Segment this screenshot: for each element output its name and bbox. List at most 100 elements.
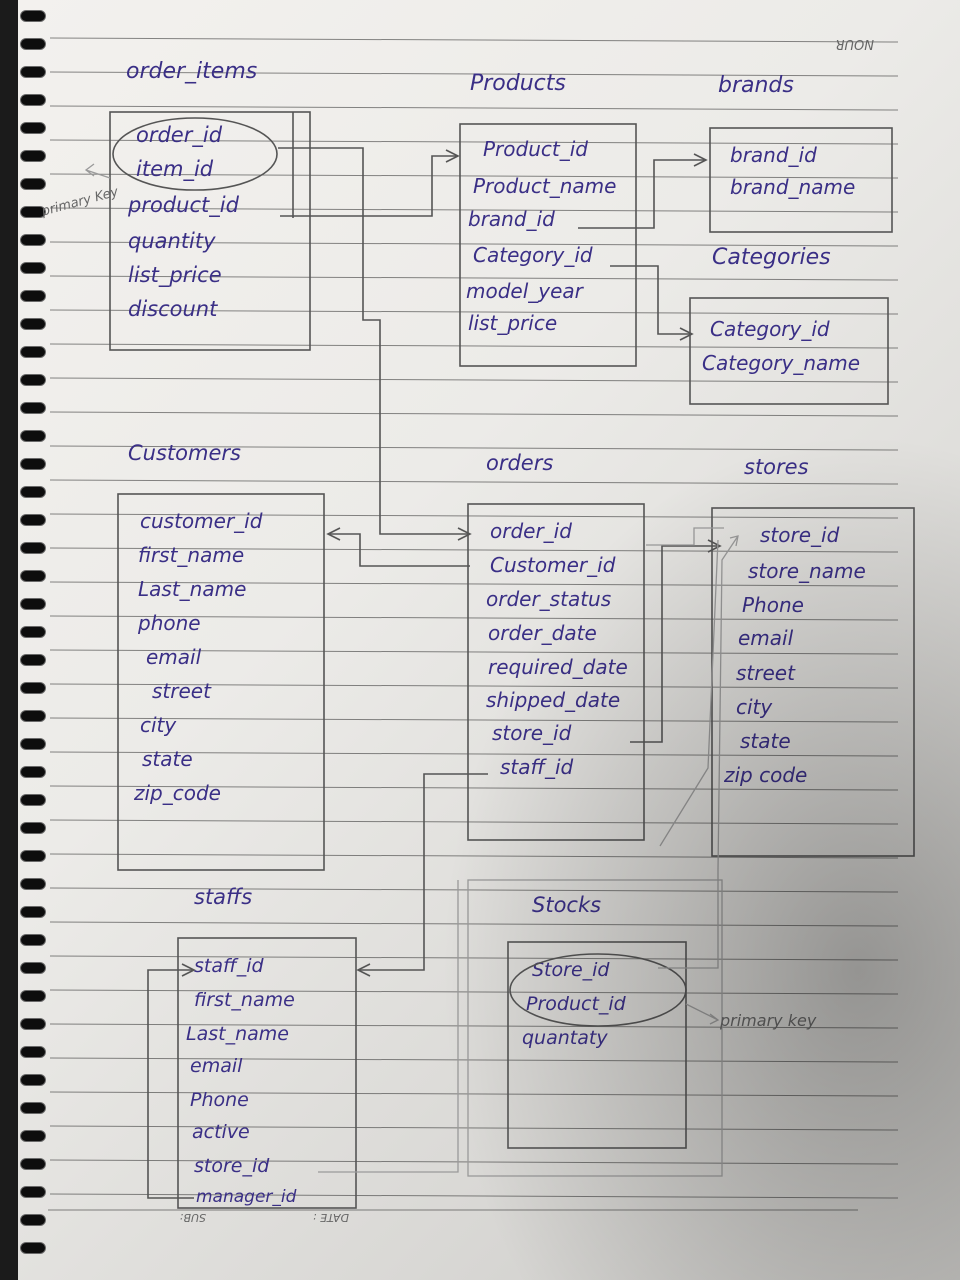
customers-field: customer_id [140, 509, 263, 533]
notebook-page: NOUR order_items order_id item_id produc… [18, 0, 960, 1280]
customers-field: state [142, 747, 193, 771]
customers-field: phone [137, 611, 201, 635]
spiral-hole [20, 682, 46, 694]
spiral-hole [20, 1074, 46, 1086]
fk-line [578, 159, 706, 229]
ruled-line [49, 1023, 899, 1029]
spiral-hole [20, 38, 46, 50]
customers-field: Last_name [138, 577, 246, 601]
customers-title: Customers [128, 441, 241, 465]
spiral-hole [20, 94, 46, 106]
orders-field: order_date [488, 621, 597, 645]
owner-label: NOUR [835, 36, 874, 51]
spiral-hole [20, 598, 46, 610]
order-items-table: order_id item_id product_id quantity lis… [109, 111, 311, 351]
ruled-line [49, 649, 899, 655]
products-field: Category_id [473, 243, 593, 267]
order-items-field: product_id [127, 193, 240, 218]
stores-field: city [736, 695, 773, 719]
spiral-hole [20, 738, 46, 750]
spiral-hole [20, 346, 46, 358]
fk-line [280, 155, 458, 217]
ruled-line [49, 479, 899, 485]
products-field: list_price [468, 311, 557, 335]
ruled-line [49, 955, 899, 961]
spiral-hole [20, 486, 46, 498]
date-label: DATE : [313, 1211, 349, 1224]
orders-field: Customer_id [490, 553, 616, 577]
fk-line [610, 265, 692, 335]
categories-box [689, 297, 889, 405]
staffs-field: Phone [190, 1089, 249, 1111]
order-items-title: order_items [126, 59, 257, 84]
ruled-line [49, 445, 899, 451]
ruled-line [49, 513, 899, 519]
staffs-field: staff_id [194, 955, 264, 977]
spiral-hole [20, 122, 46, 134]
products-table: Product_id Product_name brand_id Categor… [459, 123, 637, 367]
spiral-hole [20, 458, 46, 470]
fk-line [658, 535, 739, 969]
ruled-line [49, 751, 899, 757]
ruled-line [49, 581, 899, 587]
spiral-hole [20, 542, 46, 554]
categories-title: Categories [712, 245, 831, 270]
customers-box [117, 493, 325, 871]
orders-field: staff_id [500, 755, 574, 779]
ruled-line [49, 819, 899, 825]
orders-field: store_id [492, 721, 572, 745]
ruled-line [49, 1159, 899, 1165]
ruled-line [49, 309, 899, 315]
spiral-hole [20, 206, 46, 218]
stores-field: street [736, 661, 796, 685]
ruled-line [49, 241, 899, 247]
spiral-hole [20, 178, 46, 190]
customers-field: zip_code [133, 781, 221, 805]
ruled-line [49, 105, 899, 111]
staffs-field: first_name [194, 989, 295, 1011]
products-field: Product_id [483, 137, 588, 161]
stores-field: state [740, 729, 791, 753]
ruled-lines [49, 37, 899, 1199]
categories-field: Category_name [702, 351, 860, 375]
products-title: Products [470, 71, 566, 96]
spiral-hole [20, 626, 46, 638]
fk-line [630, 545, 720, 743]
spiral-hole [20, 150, 46, 162]
orders-box [467, 503, 645, 841]
order-items-field: discount [128, 297, 218, 321]
products-field: Product_name [473, 174, 616, 198]
order-items-field: item_id [136, 157, 214, 182]
spiral-hole [20, 10, 46, 22]
spiral-hole [20, 234, 46, 246]
customers-table: customer_id first_name Last_name phone e… [117, 493, 325, 871]
page-footer: DATE : SUB: [48, 1209, 858, 1224]
primary-key-note: primary Key [39, 185, 120, 220]
order-items-field: order_id [136, 123, 223, 148]
customers-field: email [146, 645, 202, 669]
spiral-hole [20, 794, 46, 806]
ruled-line [49, 853, 899, 859]
ruled-line [49, 1125, 899, 1131]
spiral-hole [20, 822, 46, 834]
brands-title: brands [718, 73, 794, 98]
spiral-hole [20, 262, 46, 274]
brands-box [709, 127, 893, 233]
sub-label: SUB: [180, 1211, 206, 1224]
stocks-table: Store_id Product_id quantaty [467, 879, 723, 1177]
spiral-hole [20, 766, 46, 778]
relationship-lines [147, 147, 739, 1199]
spiral-hole [20, 850, 46, 862]
stores-title: stores [744, 455, 809, 479]
spiral-hole [20, 1130, 46, 1142]
brands-table: brand_id brand_name [709, 127, 893, 233]
categories-field: Category_id [710, 317, 830, 341]
composite-key-circle [509, 953, 687, 1027]
ruled-line [49, 887, 899, 893]
customers-field: street [152, 679, 212, 703]
ruled-line [49, 71, 899, 77]
staffs-title: staffs [194, 885, 252, 909]
stocks-field: Store_id [532, 959, 610, 981]
stocks-title: Stocks [532, 893, 601, 917]
orders-table: order_id Customer_id order_status order_… [467, 503, 645, 841]
